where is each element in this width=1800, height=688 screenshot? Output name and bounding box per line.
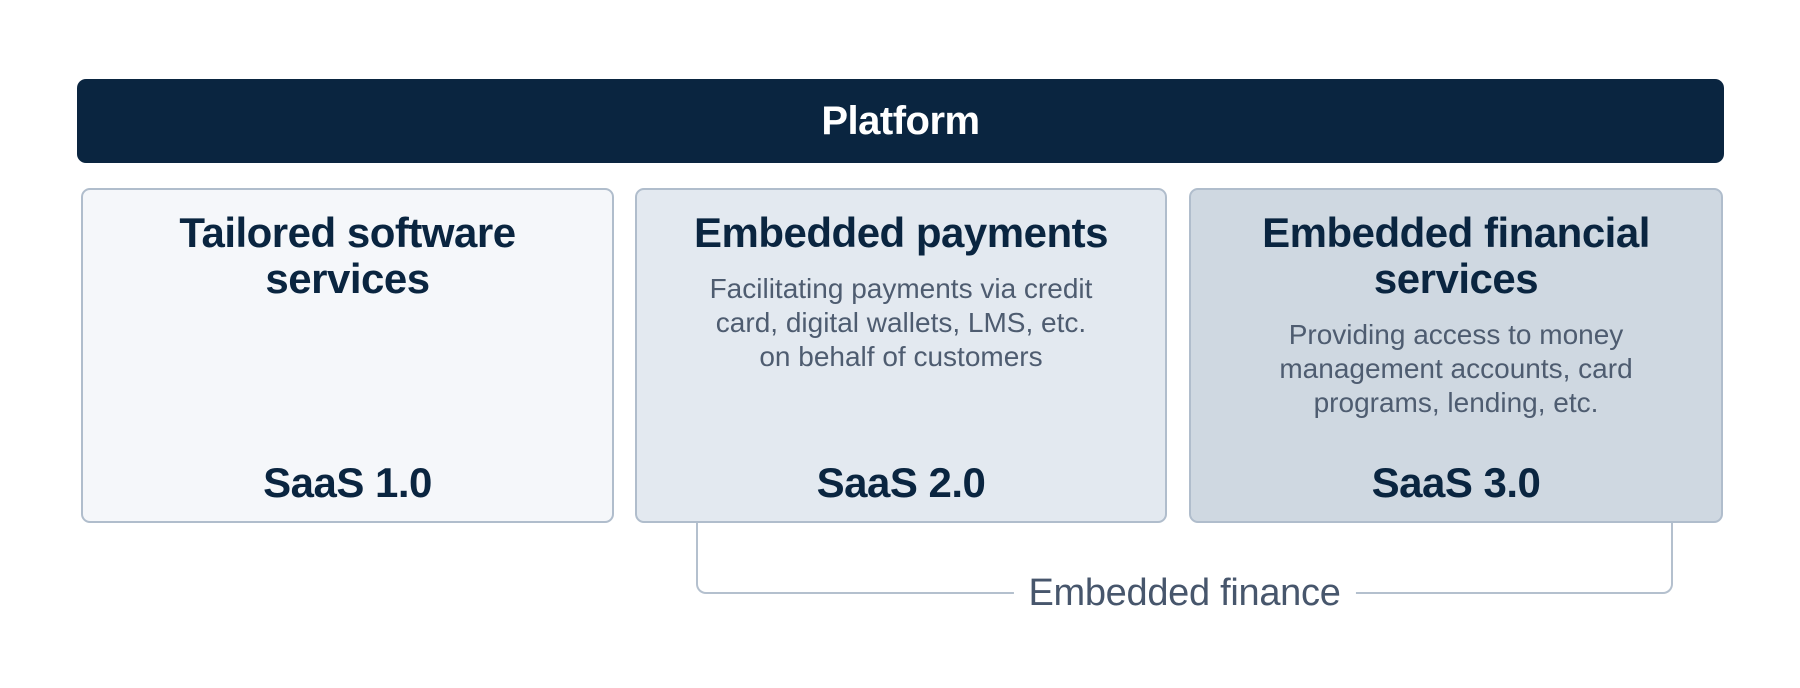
card-saas-3: Embedded financial services Providing ac… <box>1189 188 1723 523</box>
card-saas-2-description: Facilitating payments via credit card, d… <box>709 273 1093 372</box>
card-saas-1: Tailored software services SaaS 1.0 <box>81 188 614 523</box>
card-saas-3-title: Embedded financial services <box>1262 209 1650 302</box>
embedded-finance-label: Embedded finance <box>1013 571 1356 615</box>
embedded-finance-bracket: Embedded finance <box>696 523 1673 615</box>
platform-label: Platform <box>821 98 980 143</box>
card-saas-2-version-label: SaaS 2.0 <box>816 459 986 506</box>
card-saas-3-description: Providing access to money management acc… <box>1279 319 1633 418</box>
card-saas-1-title: Tailored software services <box>179 209 516 302</box>
card-saas-3-version-label: SaaS 3.0 <box>1371 459 1541 506</box>
card-saas-1-version-label: SaaS 1.0 <box>263 459 432 506</box>
card-saas-2-title: Embedded payments <box>694 209 1108 256</box>
platform-bar: Platform <box>77 79 1724 163</box>
card-saas-2: Embedded payments Facilitating payments … <box>635 188 1167 523</box>
